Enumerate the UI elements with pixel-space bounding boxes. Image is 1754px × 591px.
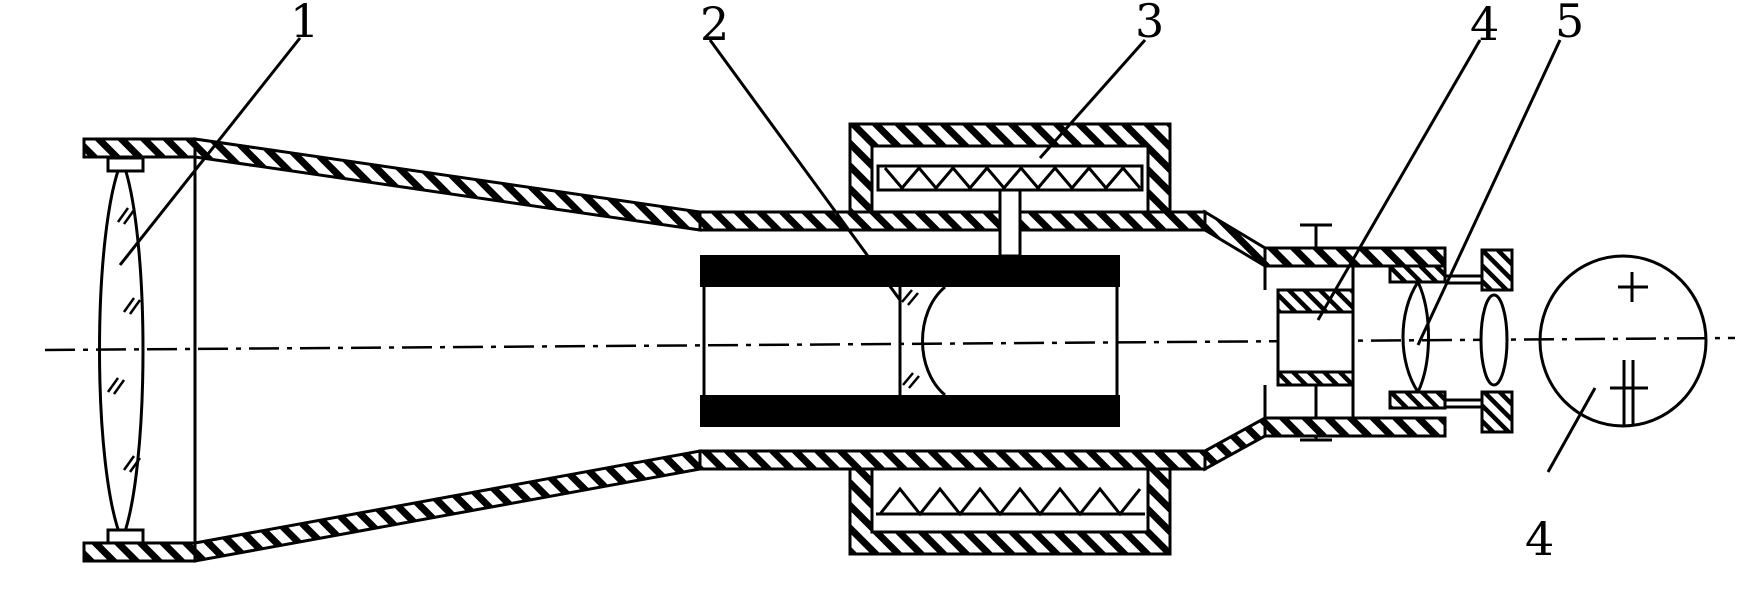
leader-lines <box>118 37 1597 473</box>
label-1: 1 <box>290 0 319 48</box>
main-tube <box>82 137 1267 563</box>
eyepiece <box>1388 248 1514 434</box>
draw-tube <box>700 255 1120 427</box>
reticle-holder <box>1276 223 1355 442</box>
label-2: 2 <box>700 0 729 51</box>
label-4-top: 4 <box>1470 0 1499 51</box>
optical-axis <box>44 336 1736 352</box>
objective-lens <box>98 156 145 545</box>
reticle-view <box>1538 254 1708 428</box>
label-3: 3 <box>1135 0 1164 48</box>
label-5: 5 <box>1555 0 1584 48</box>
label-4-bottom: 4 <box>1525 512 1554 566</box>
focusing-collar <box>848 122 1172 556</box>
